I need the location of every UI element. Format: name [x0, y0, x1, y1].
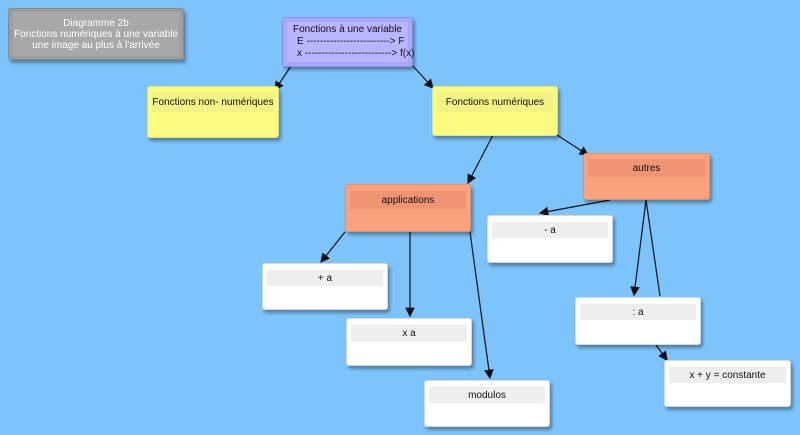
diagram-title: Diagramme 2b Fonctions numériques à une …: [13, 12, 179, 56]
edge-numeric-applications: [467, 134, 494, 185]
node-non-numeric: Fonctions non- numériques: [147, 86, 279, 138]
edge-applications-plus-a: [320, 231, 346, 263]
edge-autres-minus-a: [538, 199, 611, 217]
edge-autres-div-a: [630, 199, 647, 297]
node-times-a-label: x a: [351, 325, 467, 341]
node-div-a: : a: [575, 297, 701, 345]
node-numeric: Fonctions numériques: [432, 86, 558, 136]
edge-root-numeric: [412, 65, 434, 89]
node-minus-a-label: - a: [492, 222, 608, 238]
node-sum-const-label: x + y = constante: [669, 367, 786, 383]
title-line-1: Diagramme 2b: [63, 17, 129, 29]
node-plus-a: + a: [262, 263, 388, 310]
title-line-2: Fonctions numériques à une variable: [14, 28, 178, 40]
edge-numeric-autres: [556, 134, 590, 156]
node-modulos-label: modulos: [429, 387, 545, 403]
node-minus-a: - a: [487, 215, 613, 263]
root-line-2: E -------------------------> F: [297, 36, 405, 47]
diagram-title-box: Diagramme 2b Fonctions numériques à une …: [8, 8, 184, 60]
node-applications: applications: [345, 184, 471, 232]
node-applications-label: applications: [350, 191, 466, 209]
node-non-numeric-label: Fonctions non- numériques: [152, 92, 274, 112]
edge-div-a-sum-const: [655, 344, 668, 361]
node-modulos: modulos: [424, 380, 550, 427]
node-root-label: Fonctions à une variable E -------------…: [287, 22, 414, 62]
node-numeric-label: Fonctions numériques: [437, 92, 553, 112]
node-div-a-label: : a: [580, 304, 696, 320]
root-line-3: x --------------------------> f(x): [297, 48, 415, 59]
title-line-3: une image au plus à l'arrivée: [32, 39, 160, 51]
root-line-1: Fonctions à une variable: [293, 24, 402, 35]
node-autres-label: autres: [588, 159, 705, 177]
node-autres: autres: [583, 153, 710, 200]
edge-autres-sum-const: [645, 199, 661, 297]
node-sum-const: x + y = constante: [664, 360, 791, 407]
node-root: Fonctions à une variable E -------------…: [282, 17, 414, 67]
node-plus-a-label: + a: [267, 270, 383, 286]
node-times-a: x a: [346, 318, 472, 366]
